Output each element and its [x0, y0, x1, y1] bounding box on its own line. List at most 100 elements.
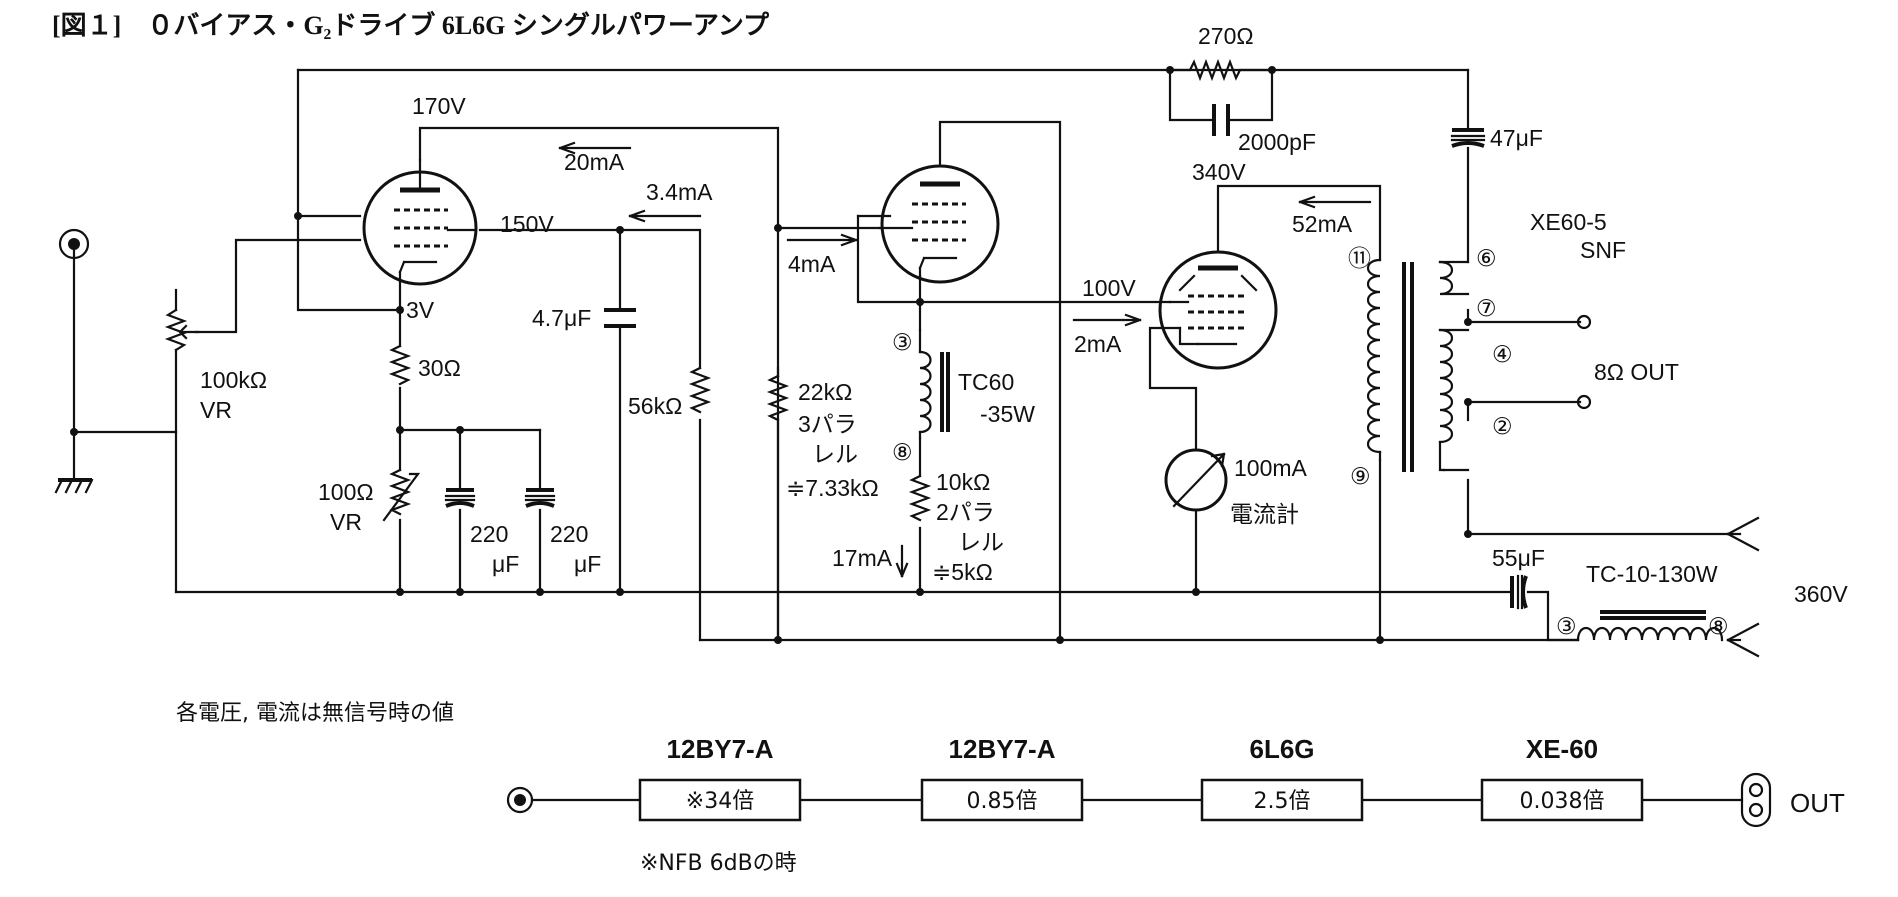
- label-reru1: レル: [812, 441, 858, 467]
- junction-dots: [70, 66, 1472, 644]
- speaker-terminals-icon: [1576, 314, 1592, 410]
- wiring: [72, 68, 1760, 658]
- capacitor-2000pf-icon: [1212, 104, 1230, 136]
- block-3-name: 6L6G: [1249, 734, 1314, 764]
- diagram-title: [図１] ０バイアス・G₂ドライブ 6L6G シングルパワーアンプ: [52, 10, 770, 40]
- label-220a: 220: [470, 521, 508, 547]
- label-tc60-pin3: ③: [892, 329, 913, 355]
- capacitor-4p7uf-icon: [604, 308, 636, 328]
- label-170v: 170V: [412, 93, 466, 119]
- label-100ma-meter: 100mA: [1234, 455, 1308, 481]
- label-vr2: VR: [330, 509, 362, 535]
- capacitor-220uf-a-icon: [444, 488, 476, 508]
- label-35w: -35W: [980, 401, 1035, 427]
- input-jack-icon: [58, 228, 90, 260]
- label-4ma: 4mA: [788, 251, 836, 277]
- block-input-jack-icon: [506, 786, 534, 814]
- label-52ma: 52mA: [1292, 211, 1353, 237]
- label-pin6: ⑥: [1476, 245, 1497, 271]
- label-vr: VR: [200, 397, 232, 423]
- label-xe60-5: XE60-5: [1530, 209, 1607, 235]
- gain-block-diagram: 12BY7-A ※34倍 12BY7-A 0.85倍 6L6G 2.5倍 XE-…: [506, 734, 1845, 876]
- label-5k: ≑5kΩ: [932, 559, 993, 585]
- resistor-56k-icon: [688, 366, 712, 414]
- ground-icon: [54, 478, 94, 494]
- label-100ohm: 100Ω: [318, 479, 374, 505]
- label-30ohm: 30Ω: [418, 355, 461, 381]
- current-arrows: [558, 141, 1372, 578]
- label-2para: 2パラ: [936, 499, 995, 525]
- label-meter-jp: 電流計: [1230, 501, 1299, 527]
- tube-6l6g-output-icon: [1158, 250, 1278, 370]
- label-pin9: ⑨: [1350, 463, 1371, 489]
- capacitor-47uf-icon: [1450, 128, 1486, 148]
- label-20ma: 20mA: [564, 149, 625, 175]
- label-55uf: 55μF: [1492, 545, 1545, 571]
- block-1-name: 12BY7-A: [667, 734, 774, 764]
- capacitor-55uf-icon: [1510, 574, 1528, 610]
- label-47uf: 47μF: [1490, 125, 1543, 151]
- label-2000pf: 2000pF: [1238, 129, 1316, 155]
- label-3v: 3V: [406, 297, 435, 323]
- choke-tc10-icon: [1576, 610, 1724, 642]
- tube-12by7a-stage1-icon: [362, 170, 478, 286]
- label-choke-pin8: ⑧: [1708, 613, 1729, 639]
- volume-potentiometer-icon: [164, 308, 200, 352]
- label-reru2: レル: [958, 529, 1004, 555]
- label-10k: 10kΩ: [936, 469, 990, 495]
- label-pin7: ⑦: [1476, 295, 1497, 321]
- resistor-270ohm-icon: [1168, 58, 1274, 82]
- label-choke-pin3: ③: [1556, 613, 1577, 639]
- block-1-box: [638, 778, 802, 822]
- ammeter-100ma-icon: [1164, 448, 1228, 512]
- nfb-note: ※NFB 6dBの時: [640, 851, 797, 876]
- label-100k-vr: 100kΩ: [200, 367, 267, 393]
- block-4-gain: 0.038倍: [1520, 789, 1605, 814]
- block-4-box: [1480, 778, 1644, 822]
- block-2-name: 12BY7-A: [949, 734, 1056, 764]
- label-17ma: 17mA: [832, 545, 893, 571]
- label-8ohm-out: 8Ω OUT: [1594, 359, 1679, 385]
- output-transformer-xe60-icon: [1366, 258, 1470, 472]
- block-3-gain: 2.5倍: [1254, 789, 1311, 814]
- block-2-box: [920, 778, 1084, 822]
- label-snf: SNF: [1580, 237, 1626, 263]
- block-3-box: [1200, 778, 1364, 822]
- block-4-name: XE-60: [1526, 734, 1598, 764]
- resistor-10k-icon: [908, 474, 932, 522]
- voltage-note: 各電圧, 電流は無信号時の値: [176, 701, 454, 726]
- choke-tc60-icon: [918, 328, 950, 440]
- label-2ma: 2mA: [1074, 331, 1122, 357]
- label-22k: 22kΩ: [798, 379, 852, 405]
- output-label: OUT: [1790, 788, 1845, 818]
- label-360v: 360V: [1794, 581, 1848, 607]
- label-uf-b: μF: [574, 551, 601, 577]
- label-270ohm: 270Ω: [1198, 23, 1254, 49]
- resistor-30ohm-icon: [388, 344, 412, 386]
- tube-12by7a-stage2-icon: [878, 164, 1000, 284]
- label-pin11: ⑪: [1348, 245, 1371, 271]
- resistor-22k-icon: [766, 374, 790, 642]
- capacitor-220uf-b-icon: [524, 488, 556, 508]
- label-tc60: TC60: [958, 369, 1014, 395]
- output-terminal-icon: [1740, 772, 1772, 828]
- label-4p7uf: 4.7μF: [532, 305, 591, 331]
- block-1-gain: ※34倍: [686, 789, 754, 814]
- label-220b: 220: [550, 521, 588, 547]
- label-pin2: ②: [1492, 413, 1513, 439]
- label-tc60-pin8: ⑧: [892, 439, 913, 465]
- label-7p33k: ≑7.33kΩ: [786, 475, 879, 501]
- label-pin4: ④: [1492, 341, 1513, 367]
- resistor-100ohm-vr-icon: [382, 468, 421, 522]
- label-150v: 150V: [500, 211, 554, 237]
- label-3para: 3パラ: [798, 411, 857, 437]
- label-tc10: TC-10-130W: [1586, 561, 1718, 587]
- label-340v: 340V: [1192, 159, 1246, 185]
- label-56k: 56kΩ: [628, 393, 682, 419]
- label-100v: 100V: [1082, 275, 1136, 301]
- label-3p4ma: 3.4mA: [646, 179, 713, 205]
- block-2-gain: 0.85倍: [967, 789, 1038, 814]
- label-uf-a: μF: [492, 551, 519, 577]
- component-labels: 170V 150V 3V 20mA 3.4mA 4mA 270Ω 2000pF …: [200, 23, 1848, 639]
